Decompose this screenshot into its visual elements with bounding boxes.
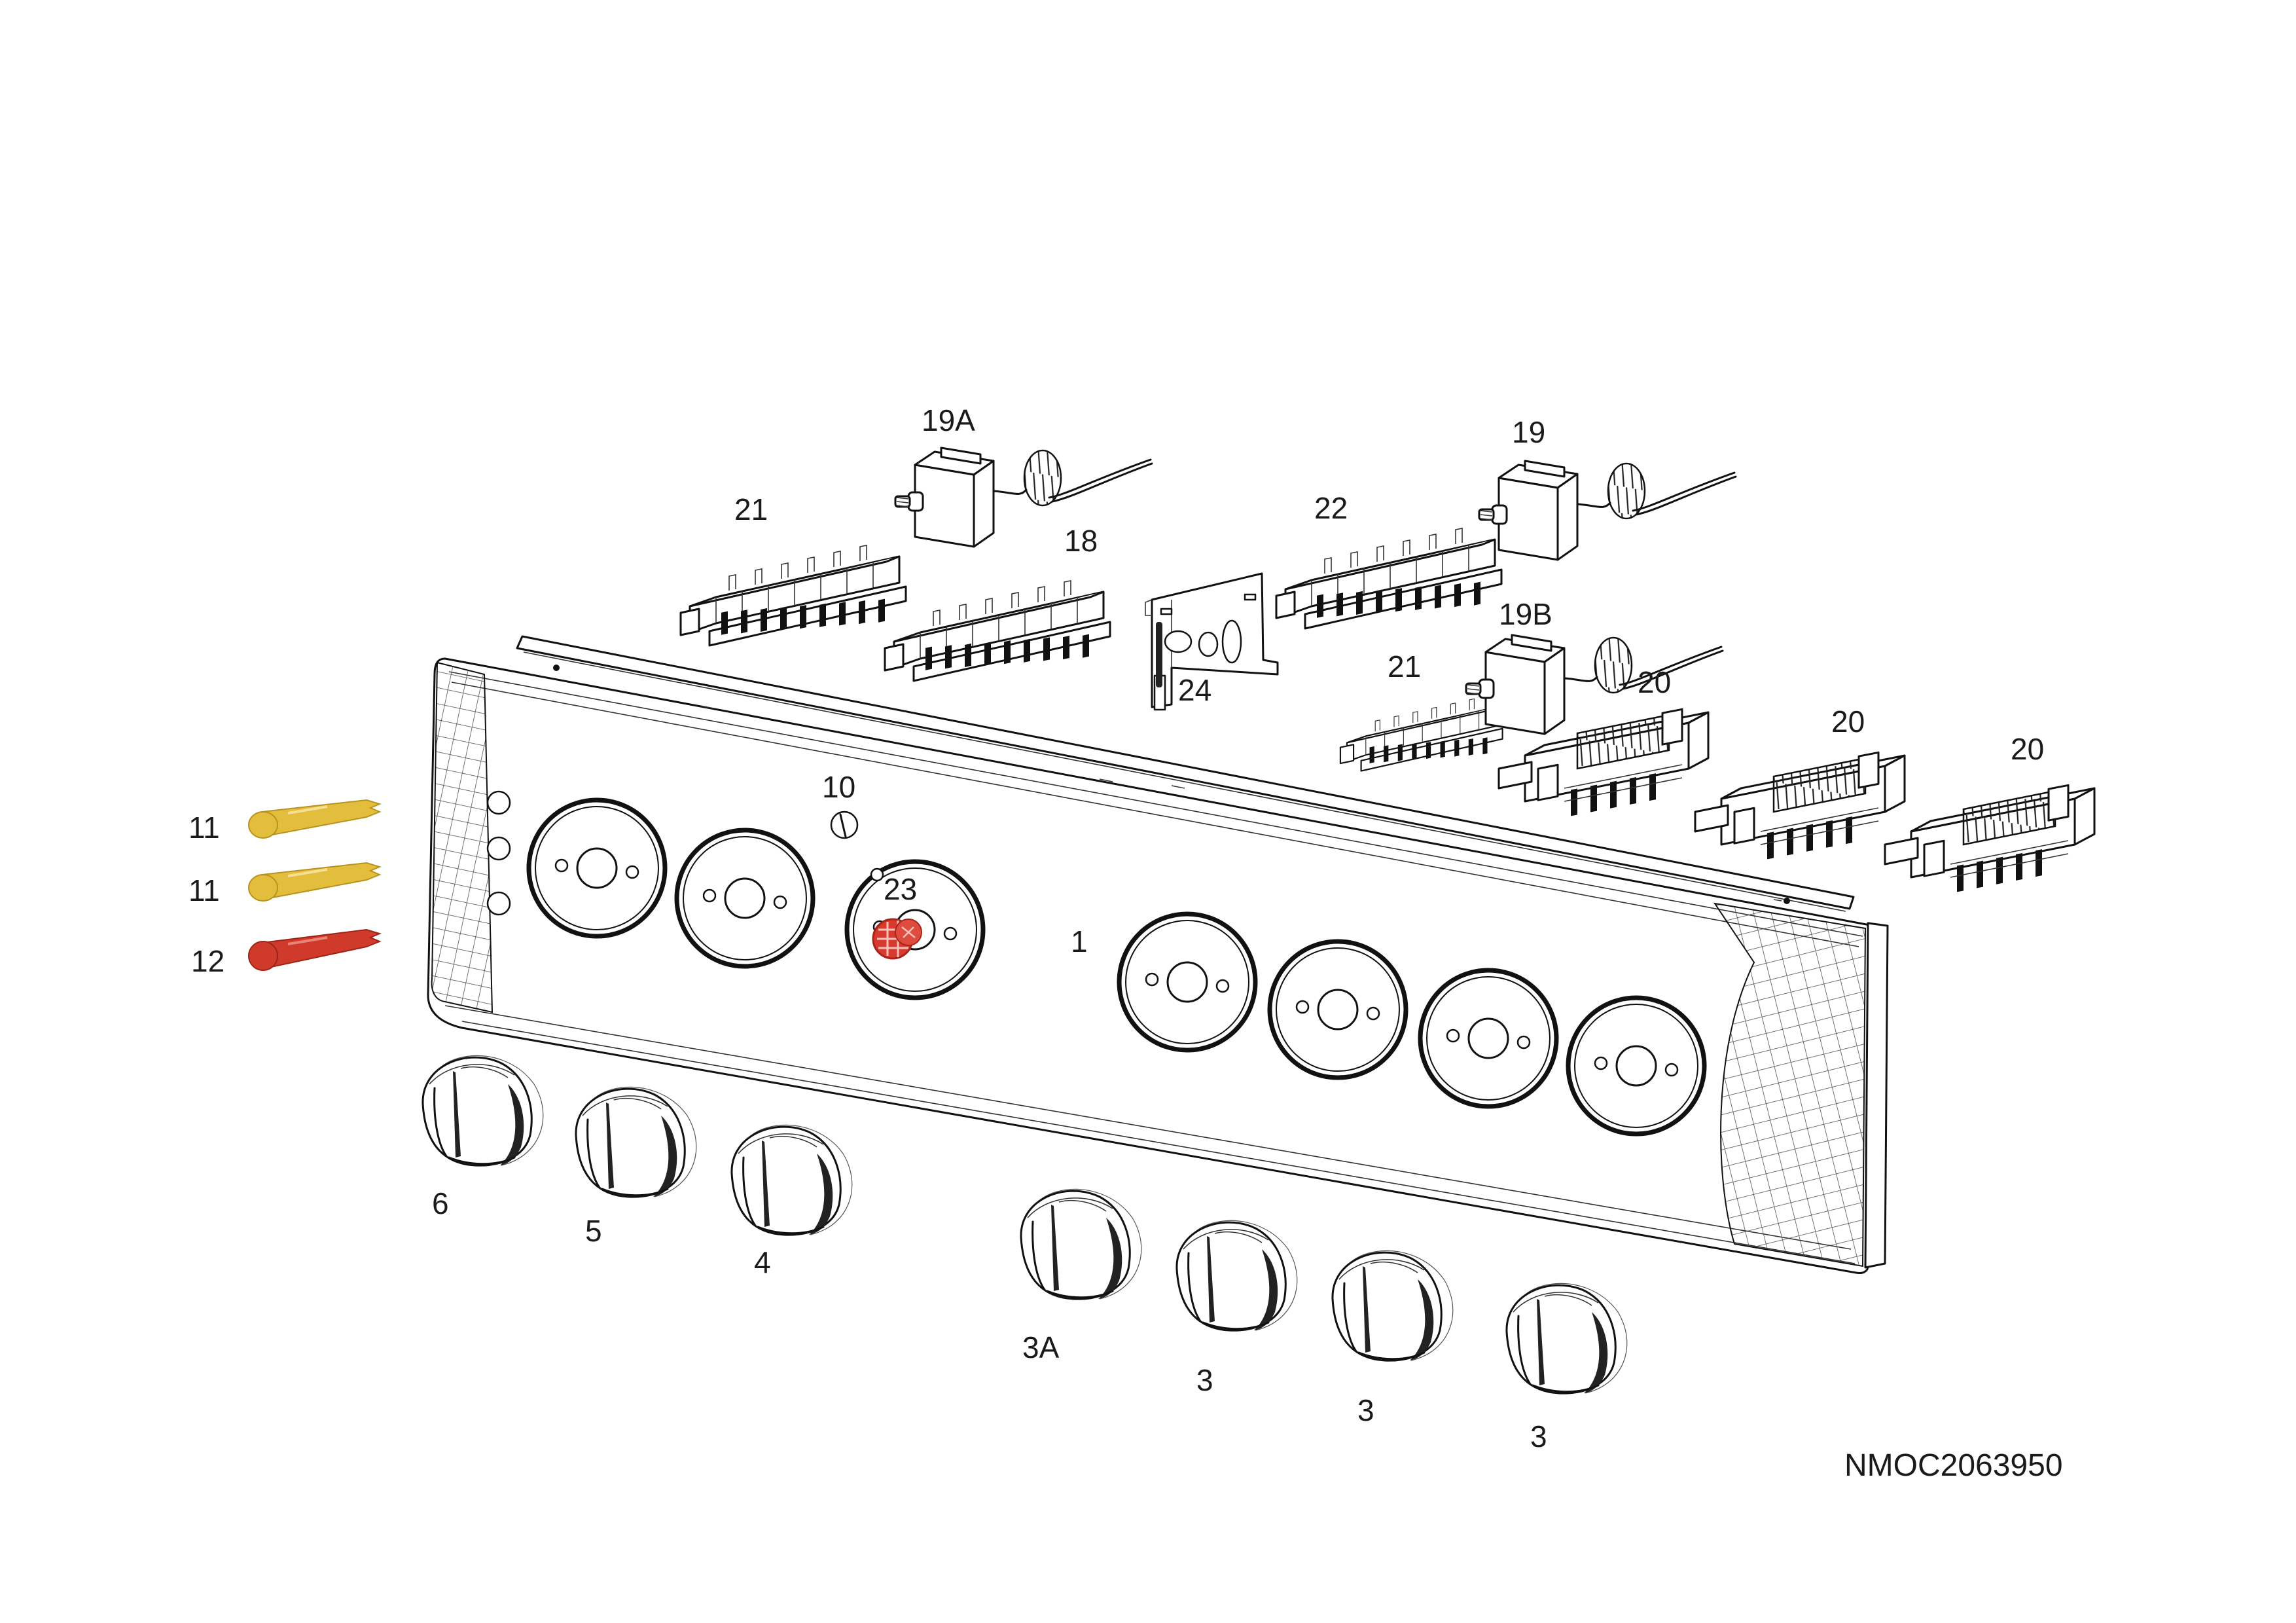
thermostat-19: [1478, 460, 1737, 561]
switch-21-lower: [1339, 698, 1503, 772]
callout-4: 4: [754, 1245, 771, 1279]
knob-6: [422, 1054, 545, 1167]
callout-3-b: 3: [1357, 1393, 1374, 1427]
callout-22: 22: [1314, 491, 1348, 525]
callout-6: 6: [432, 1186, 449, 1220]
rotary-switch-20-c: [1884, 784, 2096, 893]
callout-21-upper: 21: [734, 492, 768, 526]
bracket-24: [1145, 572, 1279, 711]
callout-3a: 3A: [1022, 1330, 1060, 1364]
callout-19a: 19A: [922, 403, 975, 437]
callout-5: 5: [585, 1214, 602, 1248]
callout-20-b: 20: [1831, 704, 1865, 739]
callout-21-lower: 21: [1388, 649, 1421, 684]
knob-4: [730, 1123, 853, 1236]
indicator-lens-11-b: [248, 862, 382, 902]
knob-3-b: [1331, 1249, 1454, 1362]
switch-18: [884, 579, 1111, 682]
callout-23: 23: [884, 872, 917, 906]
callout-11-b: 11: [188, 873, 220, 907]
callout-19: 19: [1512, 415, 1545, 449]
callout-3-a: 3: [1196, 1363, 1213, 1397]
callout-3-c: 3: [1530, 1419, 1547, 1453]
switch-22: [1275, 527, 1503, 630]
indicator-lens-12: [248, 928, 382, 971]
callout-19b: 19B: [1499, 597, 1552, 631]
knob-3a: [1020, 1188, 1143, 1300]
callout-24: 24: [1178, 673, 1211, 707]
callout-10: 10: [822, 770, 855, 804]
knob-3-a: [1175, 1219, 1299, 1332]
thermostat-19a: [894, 447, 1153, 548]
indicator-lens-11-a: [248, 799, 382, 839]
callout-20-c: 20: [2011, 732, 2044, 766]
knob-5: [575, 1085, 698, 1198]
callout-18: 18: [1064, 524, 1098, 558]
control-panel: [427, 635, 1889, 1274]
callout-1: 1: [1071, 924, 1088, 958]
switch-21-upper: [679, 544, 907, 647]
callout-11-a: 11: [188, 811, 220, 845]
knob-3-c: [1505, 1282, 1628, 1395]
callout-12: 12: [191, 944, 224, 978]
drawing-code: NMOC2063950: [1844, 1448, 2063, 1483]
rotary-switch-20-b: [1694, 751, 1906, 860]
callout-20-a: 20: [1638, 665, 1671, 699]
signal-lamp-23: [872, 918, 922, 960]
